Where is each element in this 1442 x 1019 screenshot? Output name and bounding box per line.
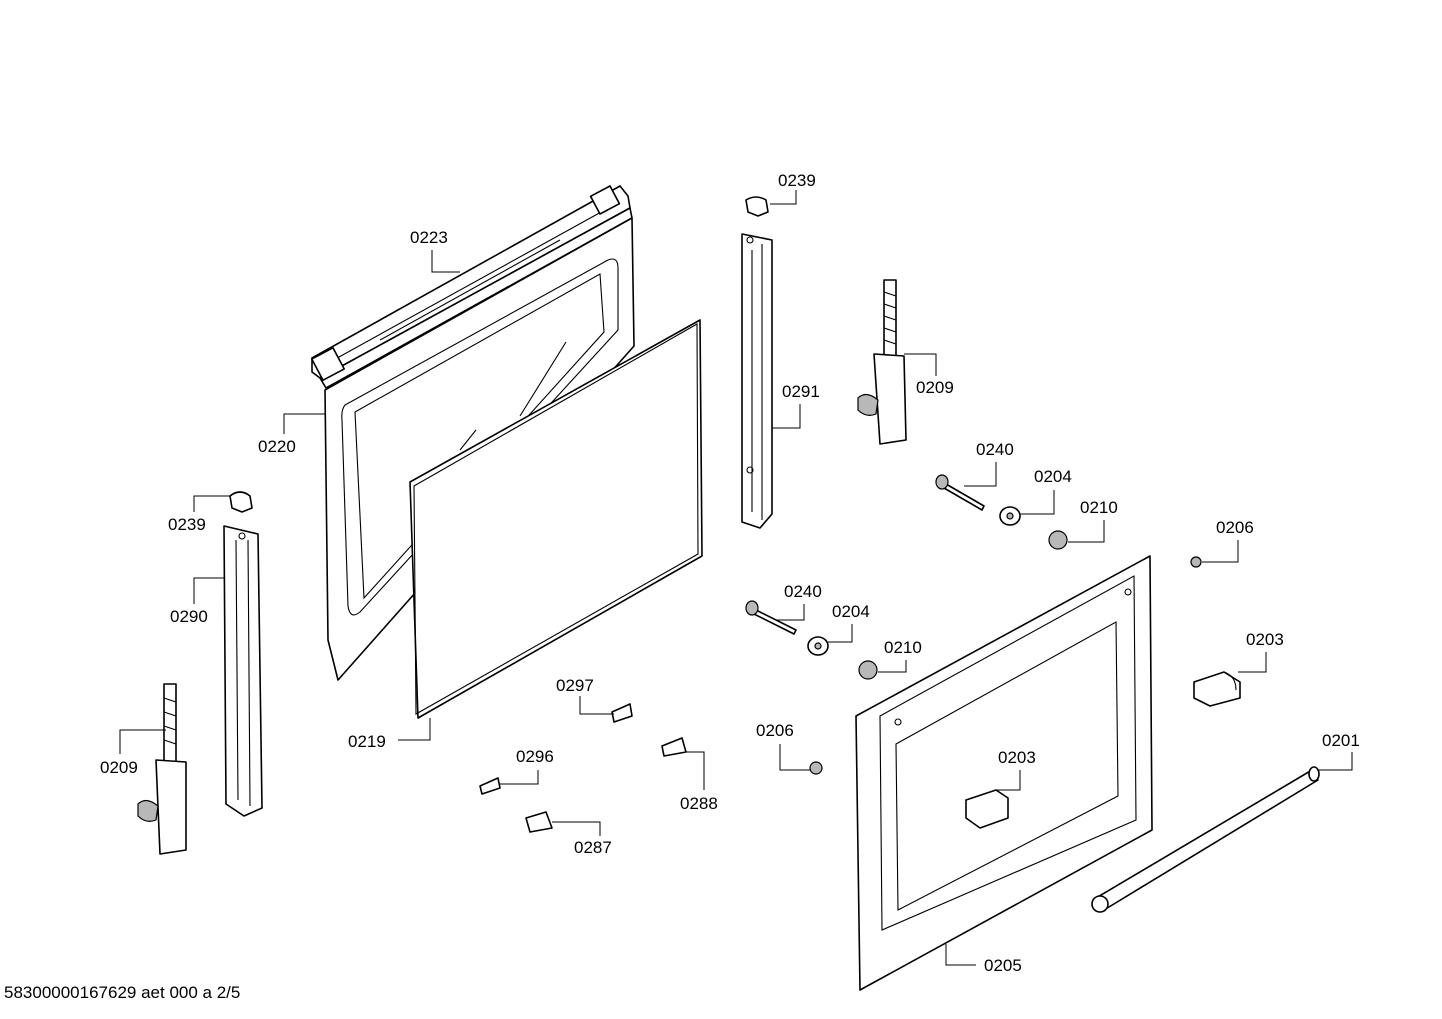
part-0210-mid-nut (858, 660, 878, 680)
label-0239-left: 0239 (168, 515, 206, 534)
part-0204-top-washer (999, 506, 1021, 526)
label-0204-top: 0204 (1034, 467, 1072, 486)
part-0240-mid-screw (745, 600, 797, 635)
part-0219-glass-pane (409, 319, 703, 719)
label-0203-mid: 0203 (998, 748, 1036, 767)
document-code: 58300000167629 aet 000 a 2/5 (4, 983, 240, 1002)
label-0290: 0290 (170, 607, 208, 626)
part-0240-top-screw (935, 474, 985, 511)
label-0239-top: 0239 (778, 171, 816, 190)
label-0296: 0296 (516, 747, 554, 766)
label-0209-left: 0209 (100, 758, 138, 777)
part-0239-left-clip (229, 491, 253, 513)
label-0287: 0287 (574, 838, 612, 857)
part-0296-clip (479, 777, 501, 795)
label-0209-right: 0209 (916, 378, 954, 397)
part-0201-seal-rod (1091, 766, 1320, 913)
leader-lines (119, 190, 1353, 966)
part-0203-right-block (1193, 671, 1241, 707)
label-0206-right: 0206 (1216, 518, 1254, 537)
label-0297: 0297 (556, 676, 594, 695)
part-0209-right-hinge (857, 279, 907, 445)
part-0205-outer-door-glass (855, 555, 1153, 991)
label-0210-top: 0210 (1080, 498, 1118, 517)
label-0206-mid: 0206 (756, 721, 794, 740)
label-0204-mid: 0204 (832, 602, 870, 621)
part-0223-top-trim (310, 185, 633, 389)
label-0291: 0291 (782, 382, 820, 401)
label-0205: 0205 (984, 956, 1022, 975)
part-0206-mid-spacer (809, 761, 823, 775)
part-0288-clip (661, 737, 687, 757)
label-0201: 0201 (1322, 731, 1360, 750)
label-0220: 0220 (258, 437, 296, 456)
label-0203-right: 0203 (1246, 630, 1284, 649)
label-0210-mid: 0210 (884, 638, 922, 657)
label-0223: 0223 (410, 228, 448, 247)
part-0297-clip (611, 703, 633, 723)
label-0240-mid: 0240 (784, 582, 822, 601)
part-0239-top-clip (745, 196, 769, 217)
label-0219: 0219 (348, 732, 386, 751)
label-0288: 0288 (680, 794, 718, 813)
part-0287-clip (525, 811, 553, 833)
part-0204-mid-washer (807, 636, 829, 656)
label-0240-top: 0240 (976, 440, 1014, 459)
part-0290-left-hinge-bracket (223, 525, 263, 817)
part-0291-right-hinge-bracket (741, 233, 773, 529)
part-0206-right-spacer (1190, 556, 1202, 568)
part-0210-top-nut (1048, 530, 1068, 550)
part-0209-left-hinge (137, 683, 187, 855)
part-labels: 0239 0223 0291 0209 0220 0240 0204 0210 … (100, 171, 1360, 975)
